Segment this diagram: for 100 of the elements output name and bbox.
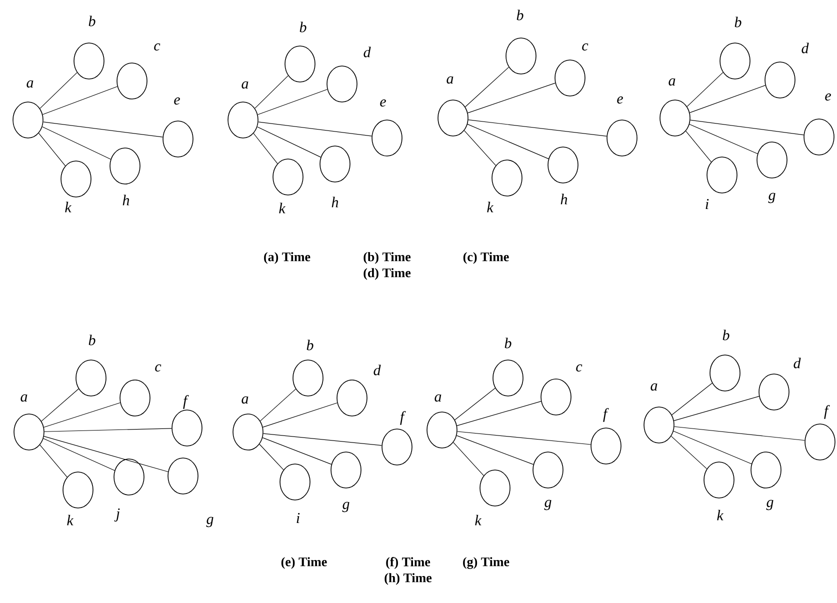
- node-label: k: [65, 202, 72, 212]
- caption: (f) Time: [386, 557, 430, 569]
- edge-line: [672, 382, 712, 416]
- graph-node: a: [644, 383, 674, 444]
- graph-node: k: [704, 462, 734, 520]
- edge-line: [257, 89, 328, 115]
- node-label: b: [722, 330, 730, 340]
- node-label: a: [242, 81, 248, 89]
- node-label: a: [20, 394, 28, 402]
- graph-node: a: [12, 80, 44, 138]
- graph-node: a: [438, 76, 468, 136]
- graph-node: b: [710, 330, 740, 392]
- node-label: i: [706, 199, 709, 209]
- caption: (c) Time: [463, 252, 509, 264]
- node-label: k: [475, 514, 482, 526]
- edge-line: [456, 401, 542, 426]
- node-label: d: [364, 46, 371, 58]
- edge-line: [43, 438, 115, 471]
- graph-node: f: [804, 405, 836, 460]
- node-label: f: [183, 395, 189, 409]
- edge-line: [453, 442, 484, 476]
- node-label: f: [824, 405, 830, 419]
- edge-line: [41, 388, 79, 422]
- graph-node: a: [14, 394, 44, 450]
- edge-line: [456, 435, 534, 465]
- graph-node: h: [320, 146, 350, 208]
- caption: (h) Time: [384, 573, 432, 585]
- edge-line: [674, 396, 760, 421]
- edge-line: [43, 122, 163, 138]
- node-label: h: [332, 196, 338, 208]
- edge-line: [254, 75, 288, 109]
- edge-line: [262, 437, 332, 465]
- caption: (a) Time: [264, 252, 310, 264]
- graph-node: a: [426, 394, 458, 448]
- node-label: c: [582, 43, 588, 51]
- graph-node: k: [60, 160, 92, 212]
- node-label: h: [560, 194, 568, 204]
- node-label: e: [174, 97, 180, 105]
- edge-line: [253, 133, 278, 164]
- node-label: c: [155, 364, 162, 372]
- node-label: b: [516, 10, 524, 20]
- node-label: b: [306, 340, 314, 350]
- graph-node: c: [554, 43, 588, 96]
- graph-node: a: [228, 81, 258, 138]
- graph-node: j: [114, 458, 144, 522]
- node-label: d: [794, 358, 801, 368]
- node-label: k: [717, 510, 724, 520]
- node-label: f: [603, 408, 609, 422]
- graph-node: c: [116, 43, 160, 100]
- node-label: a: [650, 383, 658, 391]
- edge-line: [673, 430, 752, 464]
- graph-node: k: [487, 160, 522, 212]
- edge-line: [44, 436, 168, 472]
- node-label: f: [400, 411, 406, 425]
- node-label: a: [668, 78, 676, 86]
- graph-node: g: [756, 142, 788, 204]
- node-label: b: [88, 334, 96, 346]
- edge-line: [454, 388, 496, 420]
- node-label: e: [825, 93, 831, 101]
- node-label: g: [768, 192, 776, 204]
- node-label: j: [114, 508, 120, 522]
- edge-line: [40, 72, 78, 109]
- node-label: g: [342, 502, 350, 512]
- edge-line: [263, 433, 382, 446]
- node-label: c: [154, 43, 160, 51]
- graph-node: f: [590, 408, 622, 464]
- node-label: g: [544, 500, 552, 510]
- edge-line: [468, 120, 607, 136]
- node-label: b: [88, 16, 96, 26]
- graph-node: g: [750, 452, 782, 510]
- edge-line: [464, 66, 510, 108]
- edge-line: [40, 444, 68, 478]
- edge-line: [689, 124, 758, 154]
- graph-node: h: [110, 148, 140, 206]
- edge-line: [686, 130, 712, 162]
- graph-node: f: [172, 395, 202, 446]
- node-label: h: [122, 194, 130, 206]
- graph-node: f: [382, 411, 412, 466]
- node-label: e: [617, 96, 623, 104]
- node-label: g: [206, 516, 214, 528]
- edge-line: [262, 402, 338, 428]
- graph-node: d: [326, 46, 371, 102]
- node-label: b: [734, 16, 742, 28]
- node-label: d: [374, 364, 381, 376]
- edge-line: [258, 122, 372, 136]
- node-label: a: [446, 76, 454, 84]
- graph-node: k: [62, 472, 94, 526]
- caption: (b) Time: [364, 252, 411, 264]
- graph-node: d: [336, 364, 381, 416]
- node-label: k: [487, 202, 494, 212]
- edge-line: [468, 82, 556, 114]
- edge-line: [38, 132, 66, 166]
- node-label: a: [242, 396, 248, 404]
- node-label: e: [380, 99, 386, 107]
- edge-line: [686, 72, 724, 107]
- node-label: a: [434, 394, 442, 402]
- node-label: k: [279, 202, 286, 214]
- graph-node: e: [162, 97, 194, 158]
- caption: (g) Time: [463, 557, 510, 569]
- graph-node: b: [720, 16, 750, 80]
